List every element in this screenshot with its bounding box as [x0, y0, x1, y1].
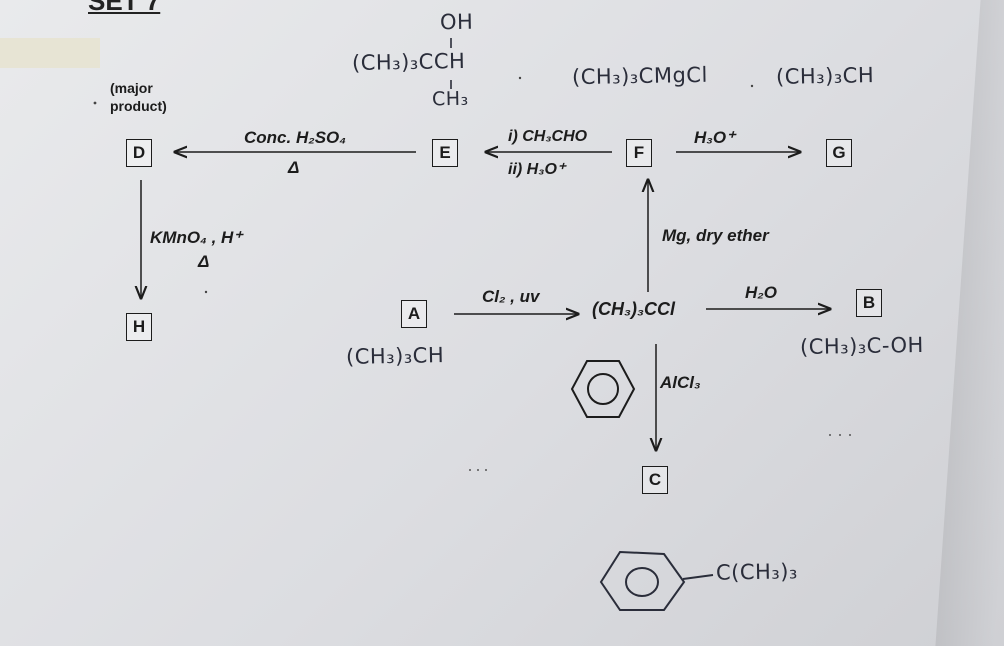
- hand-e-main: (CH₃)₃CCH: [351, 49, 466, 75]
- box-b: B: [856, 289, 882, 317]
- reagent-f-to-g: H₃O⁺: [694, 128, 736, 147]
- reagent-e-to-d: Conc. H₂SO₄: [244, 128, 347, 147]
- box-e: E: [432, 139, 458, 167]
- note-line2: product): [110, 98, 167, 114]
- box-d: D: [126, 139, 152, 167]
- benzene-ring-printed: [570, 360, 636, 418]
- hand-g-formula: (CH₃)₃CH: [775, 63, 875, 89]
- reagent-f-to-e-step2: ii) H₃O⁺: [508, 161, 566, 178]
- box-g: G: [826, 139, 852, 167]
- box-f: F: [626, 139, 652, 167]
- benzene-ring-handwritten: [599, 550, 686, 611]
- bond-ring-to-tbutyl: [682, 574, 714, 580]
- hand-a-formula: (CH₃)₃CH: [345, 343, 445, 369]
- reagent-d-to-h-heat: Δ: [198, 252, 210, 271]
- reagent-intermediate-to-c: AlCl₃: [660, 373, 701, 392]
- reagent-f-to-e-step1: i) CH₃CHO: [508, 128, 588, 145]
- reagent-a-to-intermediate: Cl₂ , uv: [482, 287, 540, 306]
- reagent-intermediate-to-f: Mg, dry ether: [662, 226, 769, 245]
- set-title: SET 7: [88, 0, 161, 16]
- reagent-d-to-h: KMnO₄ , H⁺: [150, 228, 243, 247]
- hand-c-formula: C(CH₃)₃: [715, 559, 799, 585]
- intermediate-tbutyl-chloride: (CH₃)₃CCl: [592, 299, 675, 319]
- hand-b-formula: (CH₃)₃C-OH: [799, 332, 925, 360]
- hand-e-oh: OH: [439, 9, 474, 35]
- box-h: H: [126, 313, 152, 341]
- hand-e-ch3: CH₃: [431, 87, 469, 111]
- reagent-e-to-d-heat: Δ: [288, 158, 300, 177]
- reagent-intermediate-to-b: H₂O: [745, 283, 777, 302]
- box-c: C: [642, 466, 668, 494]
- note-line1: (major: [110, 80, 153, 96]
- hand-f-formula: (CH₃)₃CMgCl: [571, 62, 708, 90]
- box-a: A: [401, 300, 427, 328]
- tape-strip: [0, 38, 100, 68]
